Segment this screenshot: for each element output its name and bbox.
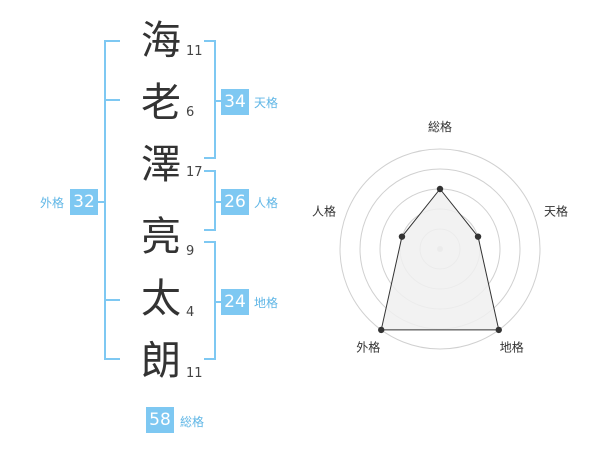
chikaku-bracket-line [214,241,216,360]
jinkaku-value: 26 [221,189,249,215]
radar-point-5 [398,233,406,240]
surname-char-1: 海 [141,18,181,64]
chikaku-value: 24 [221,289,249,315]
given-char-1: 亮 [141,214,181,260]
given-strokes-2: 4 [186,305,195,320]
jinkaku-bracket-line [214,170,216,231]
gaikaku-bracket-line [104,40,106,360]
given-strokes-3: 11 [186,366,203,381]
radar-axis-label-3: 地格 [500,340,524,355]
gaikaku-bracket-tick-mid1 [104,99,120,101]
given-char-2: 太 [141,276,181,322]
surname-strokes-2: 6 [186,105,195,120]
radar-point-1 [436,185,444,193]
tenkaku-value: 34 [221,89,249,115]
chikaku-label: 地格 [254,296,279,310]
jinkaku-bracket-tick-bottom [204,229,215,231]
jinkaku-connector [214,201,222,203]
soukaku-value: 58 [146,407,174,433]
surname-char-3: 澤 [141,142,181,188]
chikaku-connector [214,301,222,303]
radar-data-polygon [380,188,500,331]
surname-strokes-1: 11 [186,44,203,59]
gaikaku-connector [98,201,105,203]
gaikaku-bracket-tick-top [104,40,120,42]
gaikaku-bracket-tick-bottom [104,358,120,360]
radar-points [378,185,502,334]
jinkaku-bracket-tick-top [204,170,215,172]
radar-axis-label-1: 総格 [428,119,452,134]
given-char-3: 朗 [141,338,181,384]
tenkaku-bracket-tick-bottom [204,157,215,159]
radar-ring-5 [339,148,541,350]
radar-axis-label-4: 外格 [356,340,380,355]
tenkaku-bracket-line [214,40,216,159]
surname-char-2: 老 [141,80,181,126]
tenkaku-label: 天格 [254,96,279,110]
gaikaku-label: 外格 [40,196,65,210]
gaikaku-value: 32 [70,189,98,215]
jinkaku-label: 人格 [254,196,279,210]
radar-axis-label-2: 天格 [544,203,568,218]
soukaku-label: 総格 [180,415,205,429]
radar-point-2 [474,233,482,240]
radar-axis-label-5: 人格 [312,203,336,218]
radar-point-4 [378,326,385,334]
surname-strokes-3: 17 [186,165,203,180]
tenkaku-connector [214,100,222,102]
tenkaku-bracket-tick-top [204,40,215,42]
radar-point-3 [495,326,502,334]
chikaku-bracket-tick-top [204,241,215,243]
given-strokes-1: 9 [186,244,195,259]
gaikaku-bracket-tick-mid2 [104,299,120,301]
chikaku-bracket-tick-bottom [204,358,215,360]
